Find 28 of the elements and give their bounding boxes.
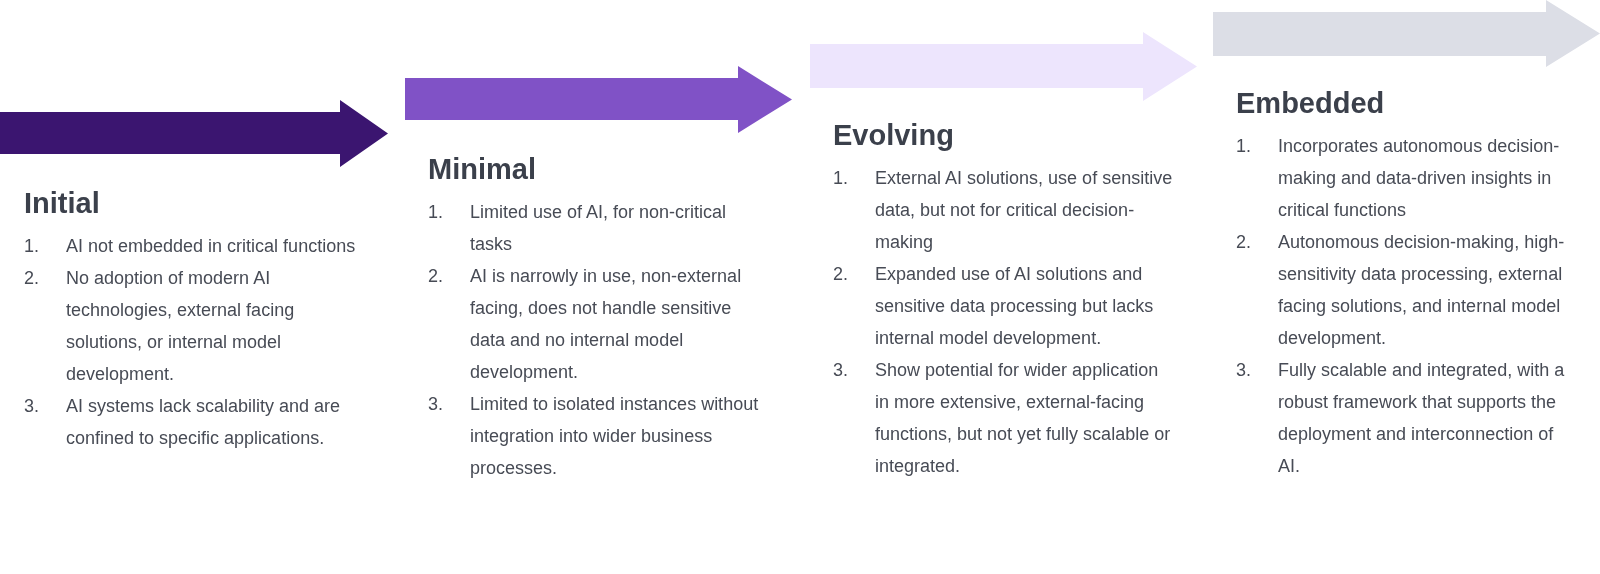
stage-heading: Minimal xyxy=(428,152,537,186)
list-number: 2. xyxy=(428,265,444,288)
list-item-text: Limited use of AI, for non-critical tasks xyxy=(470,201,728,256)
list-item-text: Show potential for wider application in more extensive, external-facing functions, but not yet fully scalable or integrated. xyxy=(875,359,1172,478)
list-item-text: External AI solutions, use of sensitive data, but not for critical decision-making xyxy=(875,167,1173,254)
stage-heading: Evolving xyxy=(833,118,955,152)
list-item-text: Expanded use of AI solutions and sensitive data processing but lacks internal model development. xyxy=(875,263,1155,350)
list-item-text: AI systems lack scalability and are confined to specific applications. xyxy=(66,395,342,450)
list-number: 3. xyxy=(428,393,444,416)
stage-heading: Initial xyxy=(24,186,101,220)
list-number: 3. xyxy=(24,395,40,418)
list-item-text: AI is narrowly in use, non-external facing, does not handle sensitive data and no internal model development. xyxy=(470,265,743,384)
list-item-text: AI not embedded in critical functions xyxy=(66,235,357,258)
list-number: 1. xyxy=(428,201,444,224)
stage-heading: Embedded xyxy=(1236,86,1386,120)
list-item-text: Limited to isolated instances without integration into wider business processes. xyxy=(470,393,760,480)
list-item-text: No adoption of modern AI technologies, external facing solutions, or internal model development. xyxy=(66,267,296,386)
list-number: 3. xyxy=(1236,359,1252,382)
list-number: 2. xyxy=(24,267,40,290)
list-number: 3. xyxy=(833,359,849,382)
list-item-text: Fully scalable and integrated, with a robust framework that supports the deployment and interconnection of AI. xyxy=(1278,359,1566,478)
list-item-text: Autonomous decision-making, high-sensitivity data processing, external facing solutions, and internal model development. xyxy=(1278,231,1566,350)
list-number: 1. xyxy=(1236,135,1252,158)
list-number: 1. xyxy=(833,167,849,190)
list-number: 2. xyxy=(833,263,849,286)
list-item-text: Incorporates autonomous decision-making and data-driven insights in critical functions xyxy=(1278,135,1561,222)
list-number: 2. xyxy=(1236,231,1252,254)
list-number: 1. xyxy=(24,235,40,258)
